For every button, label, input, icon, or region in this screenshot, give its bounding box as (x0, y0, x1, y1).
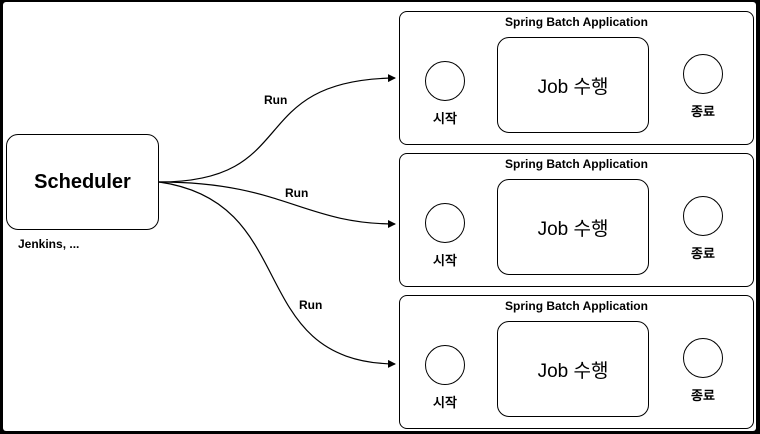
end-label: 종료 (691, 388, 715, 403)
start-label: 시작 (433, 253, 457, 268)
job-execution-label: Job 수행 (537, 76, 609, 98)
scheduler-note: Jenkins, ... (18, 237, 80, 251)
run-label-2: Run (285, 186, 309, 200)
application-title: Spring Batch Application (505, 15, 648, 29)
job-execution-box: Job 수행 (497, 179, 649, 275)
application-title: Spring Batch Application (505, 299, 648, 313)
end-label: 종료 (691, 104, 715, 119)
scheduler-box: Scheduler (6, 134, 159, 230)
spring-batch-application-3: Spring Batch Application 시작 Job 수행 종료 (399, 295, 754, 429)
run-connector-2 (158, 181, 396, 228)
job-execution-label: Job 수행 (537, 218, 609, 240)
end-label: 종료 (691, 246, 715, 261)
job-execution-box: Job 수행 (497, 321, 649, 417)
end-node (683, 338, 723, 378)
scheduler-label: Scheduler (34, 170, 131, 193)
end-node (683, 196, 723, 236)
start-label: 시작 (433, 395, 457, 410)
run-label-1: Run (264, 93, 288, 107)
spring-batch-application-1: Spring Batch Application 시작 Job 수행 종료 (399, 11, 754, 145)
run-connector-1 (158, 74, 396, 183)
job-execution-box: Job 수행 (497, 37, 649, 133)
spring-batch-application-2: Spring Batch Application 시작 Job 수행 종료 (399, 153, 754, 287)
run-label-3: Run (299, 298, 323, 312)
start-node (425, 345, 465, 385)
application-title: Spring Batch Application (505, 157, 648, 171)
end-node (683, 54, 723, 94)
start-label: 시작 (433, 111, 457, 126)
start-node (425, 61, 465, 101)
diagram-canvas: Scheduler Jenkins, ... Run Run Run Sprin… (3, 2, 756, 431)
start-node (425, 203, 465, 243)
run-connector-3 (158, 181, 396, 368)
job-execution-label: Job 수행 (537, 360, 609, 382)
